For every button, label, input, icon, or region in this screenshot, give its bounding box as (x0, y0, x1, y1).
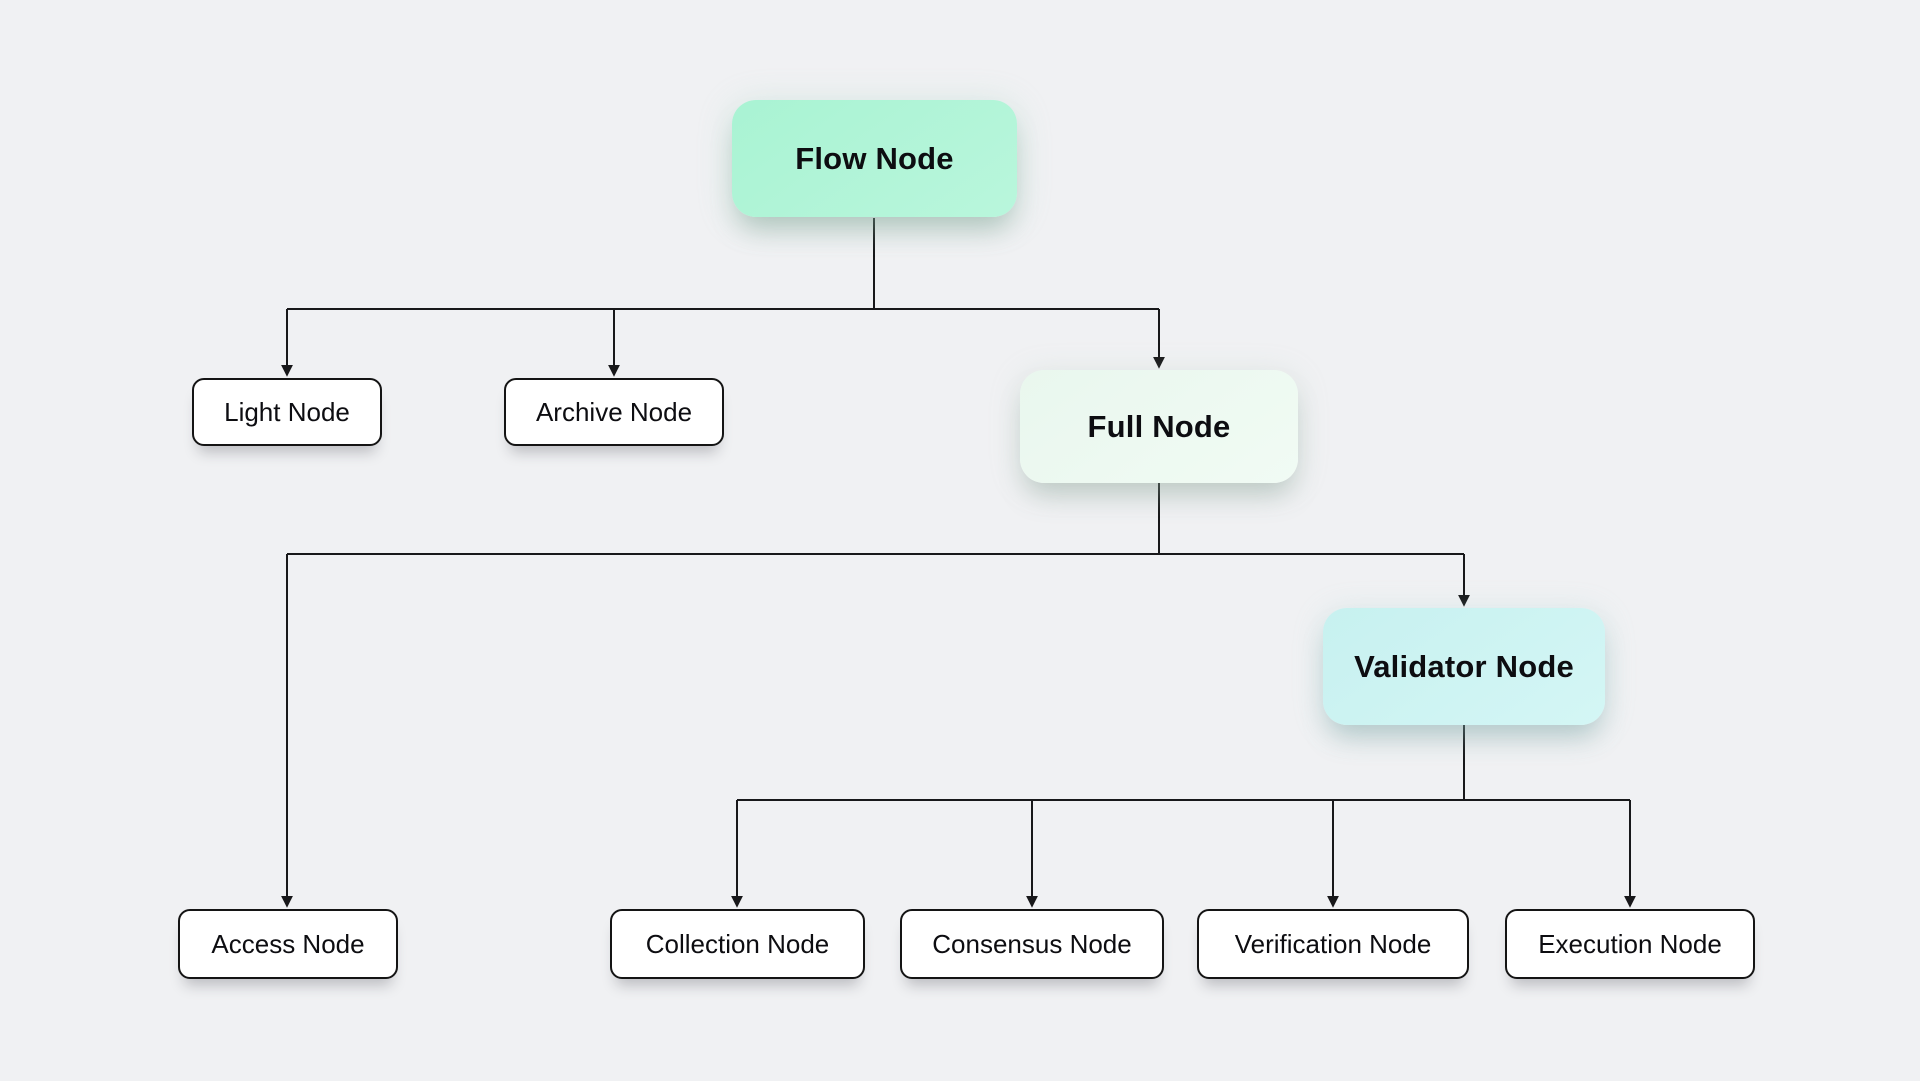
node-access: Access Node (178, 909, 398, 979)
node-flow-label: Flow Node (795, 140, 954, 176)
node-access-label: Access Node (211, 928, 365, 959)
node-collection-label: Collection Node (645, 928, 830, 959)
node-light-label: Light Node (224, 396, 350, 427)
node-archive: Archive Node (504, 378, 724, 446)
node-flow: Flow Node (732, 100, 1017, 217)
node-execution: Execution Node (1505, 909, 1755, 979)
node-verification-label: Verification Node (1234, 928, 1432, 959)
node-validator: Validator Node (1323, 608, 1605, 725)
node-full-label: Full Node (1087, 408, 1231, 444)
node-validator-label: Validator Node (1354, 648, 1574, 684)
node-full: Full Node (1020, 370, 1298, 483)
node-archive-label: Archive Node (535, 396, 693, 427)
node-consensus-label: Consensus Node (932, 928, 1132, 959)
node-execution-label: Execution Node (1538, 928, 1722, 959)
node-collection: Collection Node (610, 909, 865, 979)
node-light: Light Node (192, 378, 382, 446)
node-verification: Verification Node (1197, 909, 1469, 979)
node-consensus: Consensus Node (900, 909, 1164, 979)
